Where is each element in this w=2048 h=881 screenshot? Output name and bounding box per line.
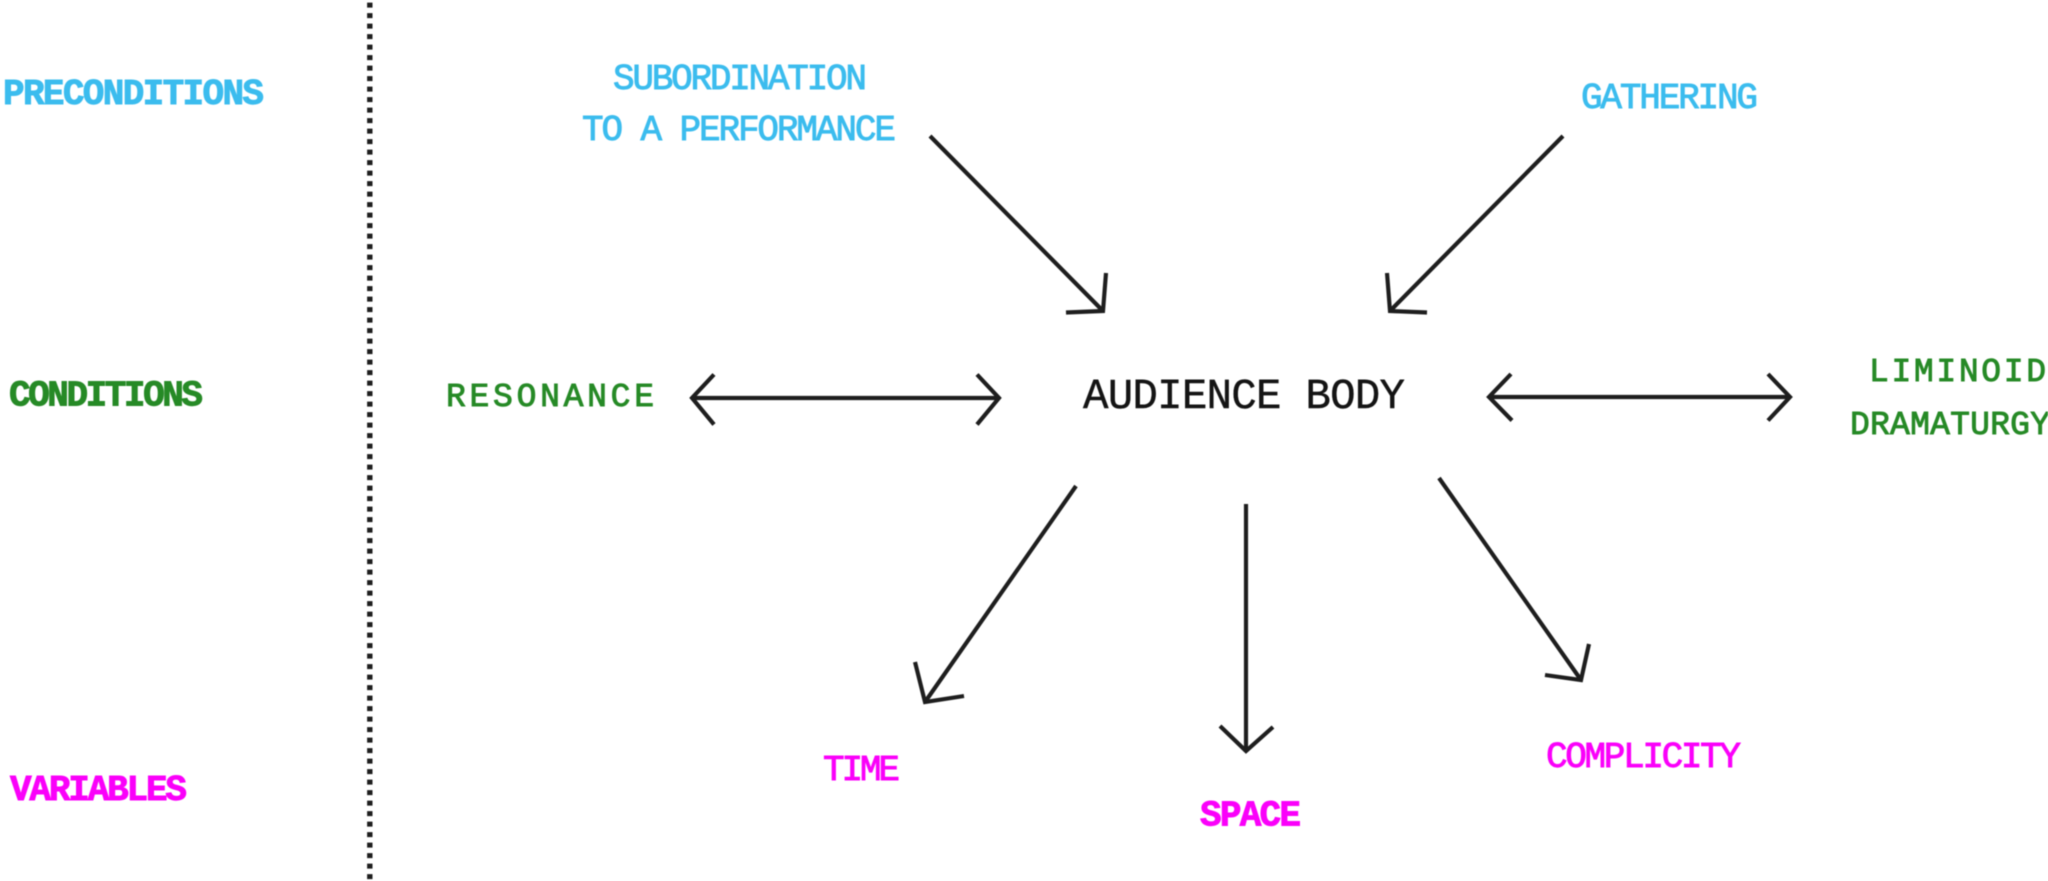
svg-text:TIME: TIME <box>823 750 900 791</box>
svg-text:CONDITIONS: CONDITIONS <box>9 376 203 417</box>
svg-text:SUBORDINATION: SUBORDINATION <box>613 59 867 100</box>
svg-text:AUDIENCE BODY: AUDIENCE BODY <box>1083 373 1405 421</box>
svg-text:TO A PERFORMANCE: TO A PERFORMANCE <box>582 110 896 151</box>
svg-text:SPACE: SPACE <box>1200 796 1301 837</box>
svg-text:DRAMATURGY: DRAMATURGY <box>1850 407 2048 444</box>
svg-text:GATHERING: GATHERING <box>1581 78 1758 119</box>
svg-text:COMPLICITY: COMPLICITY <box>1546 737 1741 778</box>
svg-text:PRECONDITIONS: PRECONDITIONS <box>3 74 264 115</box>
svg-text:LIMINOID: LIMINOID <box>1869 354 2046 391</box>
svg-text:VARIABLES: VARIABLES <box>10 770 187 811</box>
svg-text:RESONANCE: RESONANCE <box>446 379 654 416</box>
